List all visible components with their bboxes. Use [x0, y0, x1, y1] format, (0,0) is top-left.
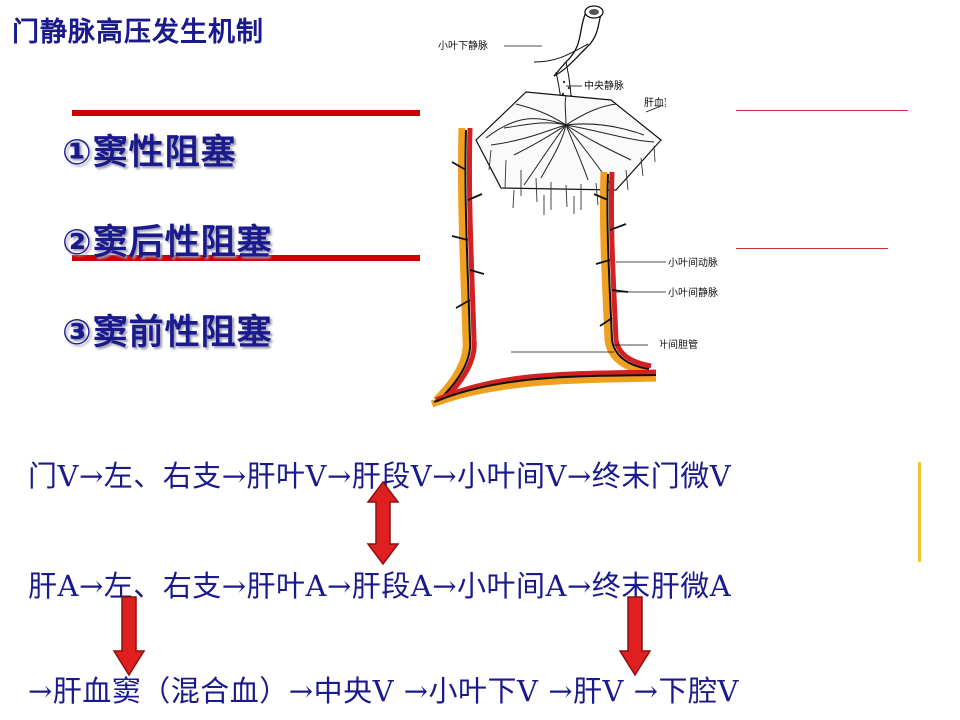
- label-interlobular-vein: 小叶间静脉: [668, 286, 718, 299]
- flow-hepatic-artery: 肝A→左、右支→肝叶A→肝段A→小叶间A→终末肝微A: [28, 569, 732, 603]
- left-hepatic-artery: [440, 127, 477, 404]
- label-interlobular-bile-duct: 小叶间胆管: [660, 338, 698, 351]
- heading-postsinusoidal-obstruction: ②窦后性阻塞: [62, 223, 273, 263]
- bottom-portal-vein: [433, 374, 657, 403]
- right-edge-marker: [918, 462, 921, 562]
- heading-sinusoidal-obstruction: ①窦性阻塞: [62, 133, 237, 173]
- thin-line-top-right: [736, 110, 908, 111]
- left-bile-duct: [433, 127, 470, 403]
- bottom-hepatic-artery: [435, 369, 657, 403]
- red-divider-middle: [72, 255, 420, 261]
- right-portal-vein: [606, 173, 650, 370]
- right-hepatic-artery: [608, 171, 652, 369]
- double-arrow-icon: [366, 480, 400, 566]
- label-sinusoid: 肝血窦: [644, 96, 666, 109]
- label-interlobular-artery: 小叶间动脉: [668, 256, 718, 269]
- red-divider-top: [72, 110, 420, 116]
- diagram-right-labels: 小叶间动脉 小叶间静脉 小叶间胆管: [660, 256, 718, 351]
- label-central-vein: 中央静脉: [584, 79, 624, 92]
- down-arrow-icon-left: [112, 596, 146, 677]
- sublobular-vein-shape: [553, 11, 604, 77]
- liver-lobule-illustration: 小叶下静脉 中央静脉 肝血窦: [430, 5, 666, 408]
- heading-presinusoidal-obstruction: ③窦前性阻塞: [62, 313, 273, 353]
- lobule-top-face: [475, 91, 662, 191]
- flow-sinusoid-drainage: →肝血窦（混合血）→中央V →小叶下V →肝V →下腔V: [28, 674, 739, 708]
- bottom-bile-duct: [430, 374, 657, 408]
- thin-line-middle-right: [736, 248, 888, 249]
- label-sublobular-vein: 小叶下静脉: [438, 39, 488, 52]
- left-portal-vein: [437, 129, 472, 402]
- page-title: 门静脉高压发生机制: [12, 17, 264, 48]
- down-arrow-icon-right: [618, 596, 652, 677]
- right-bile-duct: [599, 171, 649, 376]
